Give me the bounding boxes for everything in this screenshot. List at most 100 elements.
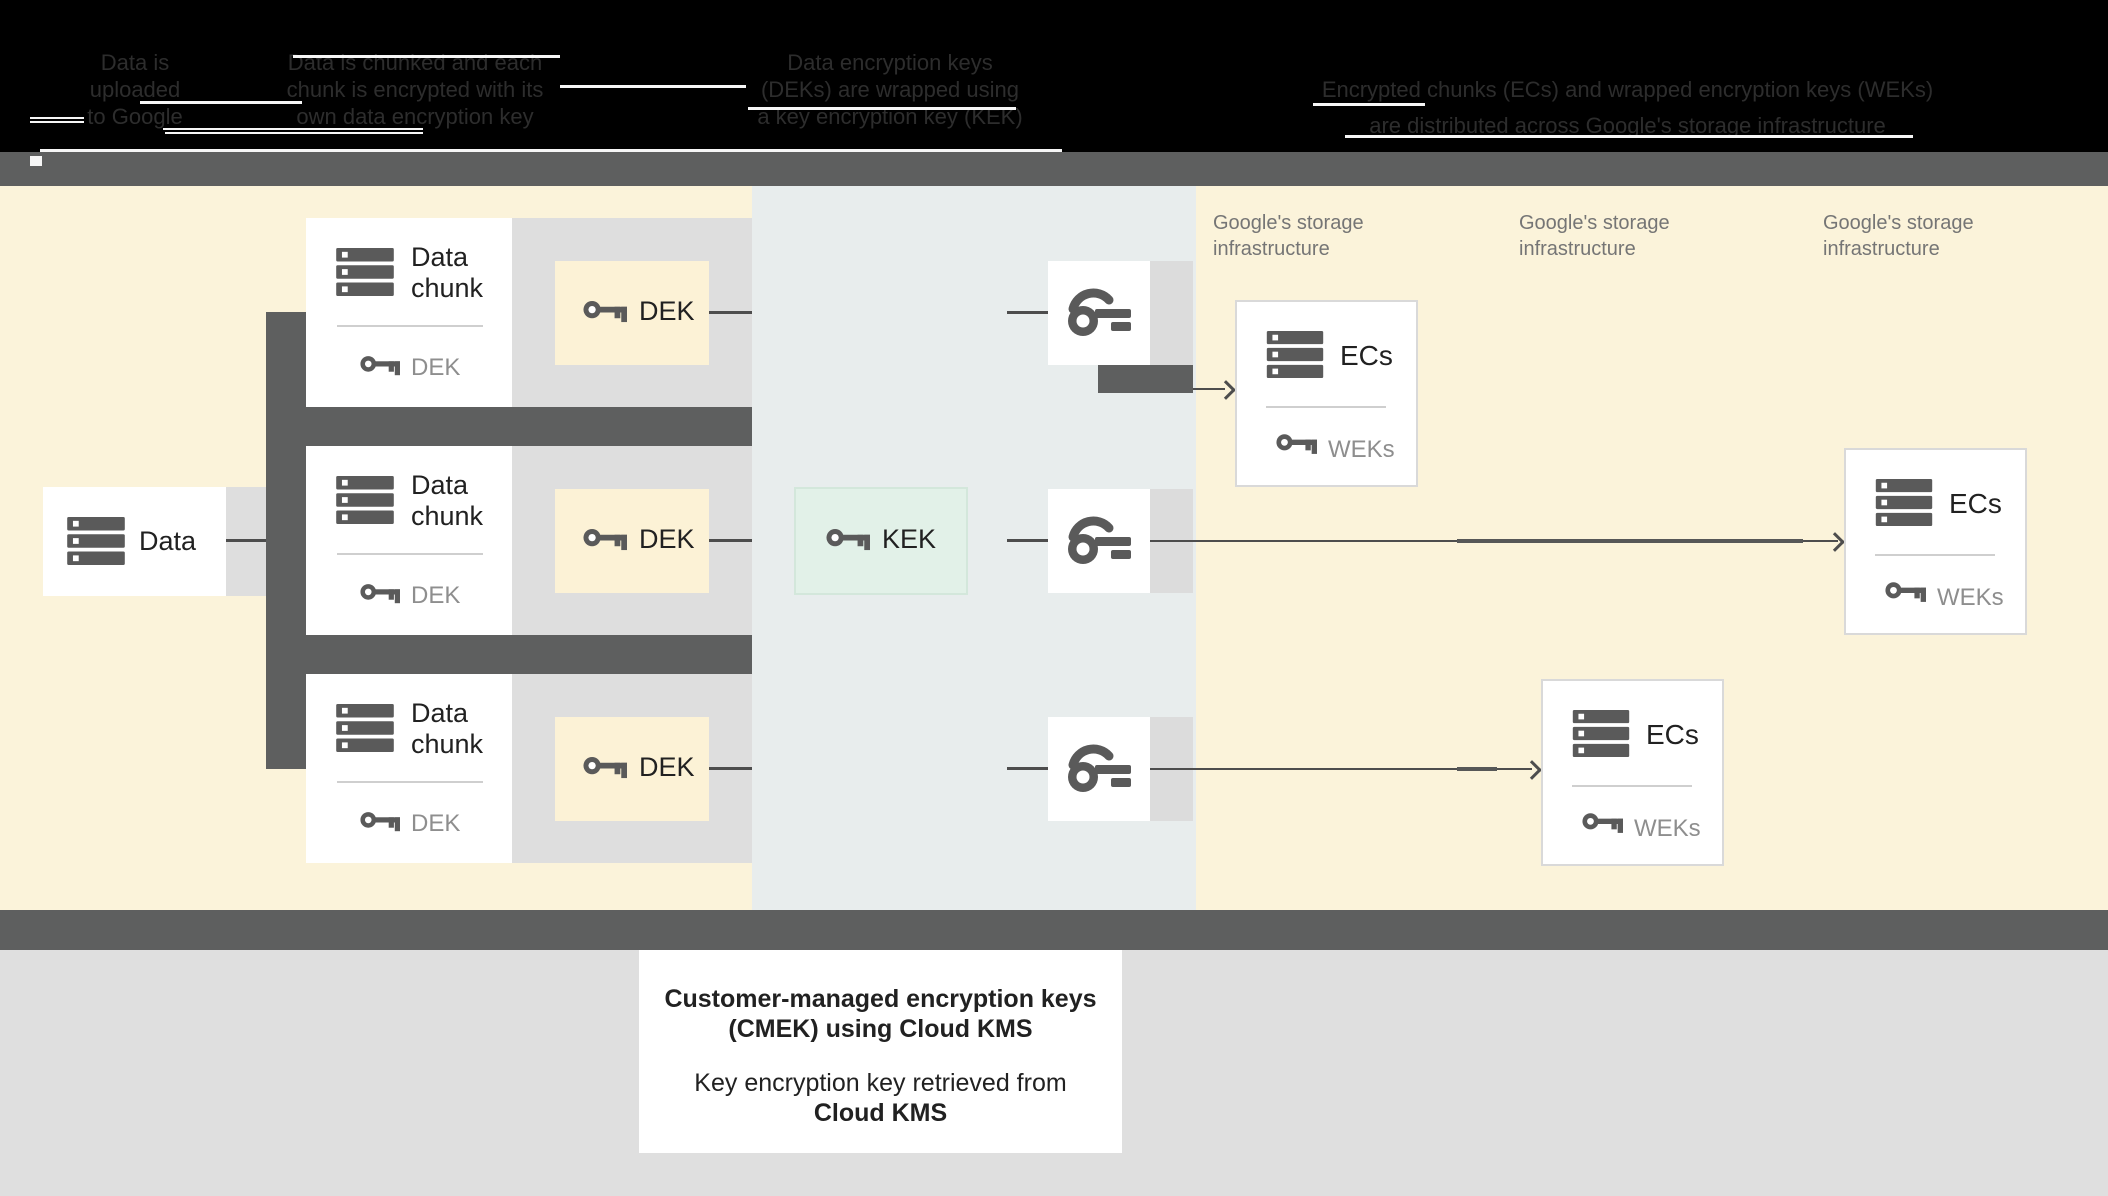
header-step-3: Data encryption keys (DEKs) are wrapped … bbox=[740, 49, 1040, 130]
key-icon bbox=[1885, 582, 1926, 602]
key-icon bbox=[583, 301, 627, 323]
connector-line bbox=[709, 539, 752, 542]
storage-infrastructure-label: Google's storage infrastructure bbox=[1519, 210, 1670, 262]
dek-box: DEK bbox=[555, 489, 709, 593]
caption-line3: Key encryption key retrieved from bbox=[694, 1069, 1067, 1097]
ecs-box-title: ECs bbox=[1646, 719, 1699, 750]
dek-box: DEK bbox=[555, 717, 709, 821]
dek-box-label: DEK bbox=[639, 296, 695, 326]
key-icon bbox=[583, 757, 627, 779]
dark-vertical-connector bbox=[266, 312, 306, 769]
dek-box-label: DEK bbox=[639, 524, 695, 554]
data-chunk-dek-label: DEK bbox=[411, 582, 461, 609]
white-line-artifact bbox=[1345, 135, 1913, 138]
header-step-1: Data is uploaded to Google bbox=[60, 49, 210, 130]
ecs-box-title: ECs bbox=[1949, 488, 2002, 519]
caption-line4: Cloud KMS bbox=[813, 1099, 948, 1127]
key-box-tail bbox=[1150, 261, 1193, 365]
wrap-key-icon bbox=[1068, 288, 1131, 336]
caption-line2: (CMEK) using Cloud KMS bbox=[728, 1015, 1033, 1043]
kek-box: KEK bbox=[794, 487, 968, 595]
ecs-box: ECs WEKs bbox=[1235, 300, 1418, 487]
database-icon bbox=[336, 248, 394, 296]
connector-line bbox=[1007, 311, 1048, 314]
header-step-4-line1: Encrypted chunks (ECs) and wrapped encry… bbox=[1321, 77, 1934, 102]
wrap-key-box bbox=[1048, 261, 1150, 365]
key-icon bbox=[360, 584, 400, 604]
divider bbox=[337, 781, 483, 783]
data-chunk-title: Data chunk bbox=[411, 470, 484, 531]
connector-line bbox=[1007, 767, 1048, 770]
arrowhead-icon bbox=[1216, 380, 1236, 400]
arrow-line-thick-segment bbox=[1457, 767, 1497, 771]
wrap-key-icon bbox=[1068, 516, 1131, 564]
white-notch-artifact bbox=[30, 156, 42, 166]
key-icon bbox=[1582, 813, 1623, 833]
dark-gap-band bbox=[266, 407, 752, 446]
white-line-artifact bbox=[293, 55, 560, 58]
database-icon bbox=[1266, 331, 1324, 378]
header-step-1-line1: Data is bbox=[100, 50, 170, 75]
database-icon bbox=[67, 517, 125, 565]
dek-box: DEK bbox=[555, 261, 709, 365]
white-line-artifact bbox=[560, 85, 746, 88]
storage-label-line2: infrastructure bbox=[1519, 238, 1636, 260]
data-box-label: Data bbox=[139, 526, 197, 556]
ecs-box: ECs WEKs bbox=[1844, 448, 2027, 635]
divider bbox=[1572, 785, 1692, 787]
data-chunk-dek-label: DEK bbox=[411, 810, 461, 837]
white-line-artifact bbox=[40, 149, 1062, 152]
data-chunk-dek-label: DEK bbox=[411, 354, 461, 381]
dek-box-label: DEK bbox=[639, 752, 695, 782]
key-icon bbox=[1276, 434, 1317, 454]
ecs-box-weks-label: WEKs bbox=[1634, 815, 1701, 842]
white-line-artifact bbox=[748, 107, 1016, 110]
top-gray-band bbox=[0, 152, 2108, 186]
ecs-box-weks-label: WEKs bbox=[1328, 436, 1395, 463]
white-line-artifact bbox=[165, 132, 423, 134]
data-chunk-title: Data chunk bbox=[411, 698, 484, 759]
arrow-line-thick-segment bbox=[1457, 539, 1803, 543]
connector-line bbox=[709, 767, 752, 770]
header-black-bar: Data is uploaded to Google Data is chunk… bbox=[0, 0, 2108, 152]
data-chunk-box: Data chunk DEK bbox=[306, 674, 512, 863]
arrowhead-icon bbox=[1825, 532, 1845, 552]
database-icon bbox=[336, 704, 394, 752]
header-step-3-line1: Data encryption keys bbox=[787, 50, 993, 75]
divider bbox=[337, 553, 483, 555]
white-line-artifact bbox=[140, 101, 302, 104]
white-line-artifact bbox=[1313, 103, 1425, 106]
white-line-artifact bbox=[30, 117, 84, 119]
storage-label-line1: Google's storage bbox=[1519, 212, 1670, 234]
header-step-1-line2: uploaded bbox=[89, 77, 181, 102]
divider bbox=[337, 325, 483, 327]
arrow-line bbox=[1150, 768, 1532, 770]
arrow-line bbox=[1193, 388, 1225, 390]
key-icon bbox=[360, 812, 400, 832]
bottom-gray-band bbox=[0, 910, 2108, 950]
ecs-box: ECs WEKs bbox=[1541, 679, 1724, 866]
storage-label-line2: infrastructure bbox=[1823, 238, 1940, 260]
kek-box-label: KEK bbox=[882, 524, 937, 554]
white-line-artifact bbox=[30, 121, 84, 123]
header-step-4: Encrypted chunks (ECs) and wrapped encry… bbox=[1310, 72, 1945, 144]
header-step-2-line3: own data encryption key bbox=[296, 104, 534, 129]
storage-infrastructure-label: Google's storage infrastructure bbox=[1823, 210, 1974, 262]
divider bbox=[1875, 554, 1995, 556]
header-step-1-line3: to Google bbox=[87, 104, 183, 129]
wrap-key-box bbox=[1048, 489, 1150, 593]
header-step-2-line1: Data is chunked and each bbox=[287, 50, 543, 75]
ecs-box-title: ECs bbox=[1340, 340, 1393, 371]
data-chunk-title: Data chunk bbox=[411, 242, 484, 303]
dark-gap-band bbox=[266, 635, 752, 674]
data-chunk-box: Data chunk DEK bbox=[306, 446, 512, 635]
distribution-bar bbox=[1098, 365, 1193, 393]
storage-label-line2: infrastructure bbox=[1213, 238, 1330, 260]
database-icon bbox=[1572, 710, 1630, 757]
wrap-key-icon bbox=[1068, 744, 1131, 792]
diagram-field: Data Data chunk DEK Data chunk bbox=[0, 186, 2108, 910]
header-step-2-line2: chunk is encrypted with its bbox=[286, 77, 544, 102]
database-icon bbox=[336, 476, 394, 524]
key-icon bbox=[360, 356, 400, 376]
